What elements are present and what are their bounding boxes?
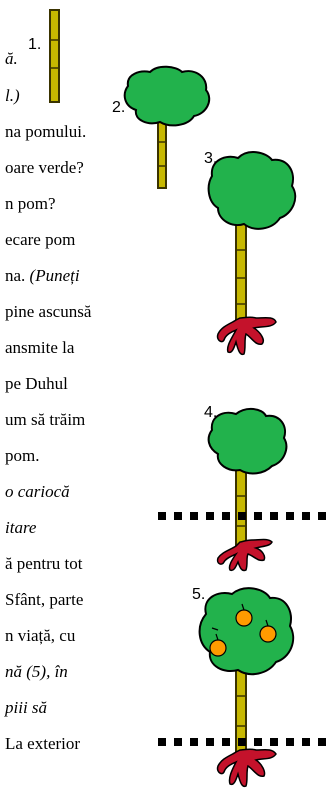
figure-label-4: 4.	[204, 404, 218, 421]
fruit-icon	[235, 609, 253, 627]
text-line: pine ascunsă	[5, 302, 92, 321]
text-line: ă.	[5, 49, 18, 68]
tree-foliage	[207, 151, 297, 230]
figure-label-5: 5.	[192, 586, 206, 603]
text-line: itare	[5, 518, 37, 537]
text-line: oare verde?	[5, 158, 84, 177]
text-line: n pom?	[5, 194, 56, 213]
fruit-icon	[259, 625, 277, 643]
stick-trunk	[49, 9, 60, 103]
text-line: nă (5), în	[5, 662, 68, 681]
stage-1-stick	[49, 9, 60, 103]
fruit-group	[209, 603, 277, 657]
stage-2-tree	[123, 65, 211, 189]
ground-line	[158, 738, 326, 746]
figure-label-2: 2.	[112, 99, 126, 116]
tree-foliage	[123, 65, 211, 127]
figure-label-1: 1.	[28, 36, 42, 53]
text-line: piii să	[5, 698, 48, 717]
text-line: o cariocă	[5, 482, 70, 501]
tree-trunk	[235, 221, 247, 327]
tree-roots	[216, 538, 273, 572]
tree-roots	[216, 748, 277, 788]
text-line: n viață, cu	[5, 626, 76, 645]
tree-foliage	[198, 587, 295, 676]
text-line: Sfânt, parte	[5, 590, 84, 609]
text-line: um să trăim	[5, 410, 86, 429]
figure-label-3: 3.	[204, 150, 218, 167]
text-line: pom.	[5, 446, 40, 465]
fruit-icon	[209, 639, 227, 657]
text-line: ecare pom	[5, 230, 76, 249]
tree-foliage	[207, 408, 288, 475]
ground-line	[158, 512, 326, 520]
tree-trunk	[157, 117, 167, 189]
text-line: na pomului.	[5, 122, 87, 141]
stage-5-tree	[158, 587, 326, 788]
text-line: La exterior	[5, 734, 81, 753]
tree-roots	[216, 316, 277, 356]
text-line: ansmite la	[5, 338, 75, 357]
stage-3-tree	[207, 151, 297, 356]
stage-4-tree	[158, 408, 326, 572]
text-line: pe Duhul	[5, 374, 68, 393]
text-line: na. (Puneți	[5, 266, 80, 285]
text-line: ă pentru tot	[5, 554, 83, 573]
text-line: l.)	[5, 86, 20, 105]
